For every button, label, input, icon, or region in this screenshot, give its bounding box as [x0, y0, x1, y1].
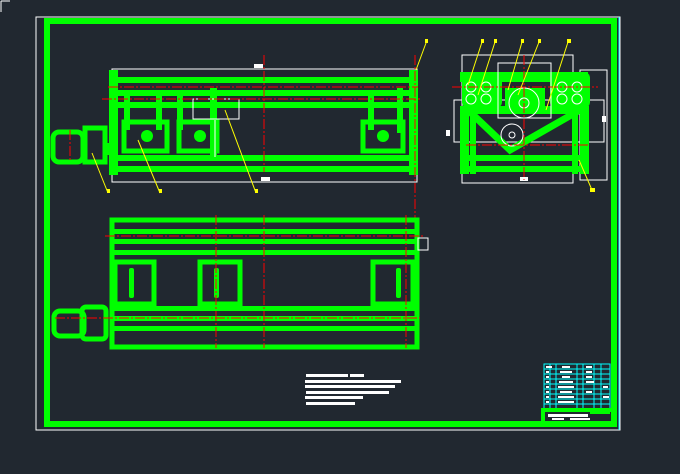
bearing: [129, 268, 134, 298]
right-leg: [580, 106, 589, 174]
dimension-text: [261, 177, 270, 181]
bearing-block: [197, 259, 243, 307]
plan-view[interactable]: [51, 215, 429, 350]
bearing: [141, 130, 153, 142]
side-view[interactable]: [446, 39, 608, 192]
right-post: [409, 70, 418, 175]
support: [156, 95, 162, 130]
leader-callouts: [91, 39, 428, 194]
rail: [112, 239, 417, 244]
bearing: [377, 130, 389, 142]
gearbox: [79, 304, 109, 342]
dimension-text: [602, 116, 606, 122]
bearing-housing: [121, 119, 170, 154]
pulley: [500, 123, 524, 147]
pulley-hub: [508, 131, 516, 139]
v-brace: [465, 106, 582, 155]
front-view[interactable]: [50, 39, 428, 220]
support: [210, 88, 217, 158]
support: [397, 88, 403, 133]
gearbox: [82, 125, 108, 165]
left-post: [109, 70, 118, 175]
right-leg: [572, 106, 578, 174]
bearing-housing: [360, 119, 406, 154]
motor-body: [50, 129, 86, 165]
dimension-text: [446, 130, 450, 136]
support: [368, 95, 374, 130]
roller-housing-right: [550, 72, 590, 108]
bearing-block: [370, 259, 416, 307]
left-leg: [470, 106, 476, 174]
leader-callouts: [467, 39, 595, 192]
support: [177, 95, 183, 130]
title-block[interactable]: [541, 363, 613, 424]
bearing: [396, 268, 401, 298]
support: [124, 90, 130, 130]
sheet-drawing-frame: [44, 18, 617, 427]
ucs-marker: [0, 0, 10, 12]
sheet-outer-border: [35, 16, 621, 431]
coupling: [104, 143, 112, 155]
bearing-block: [112, 259, 157, 307]
left-leg: [460, 106, 469, 174]
bearing: [194, 130, 206, 142]
dimension-text: [254, 64, 263, 68]
shaft-end: [417, 237, 429, 251]
technical-notes: [305, 374, 401, 405]
